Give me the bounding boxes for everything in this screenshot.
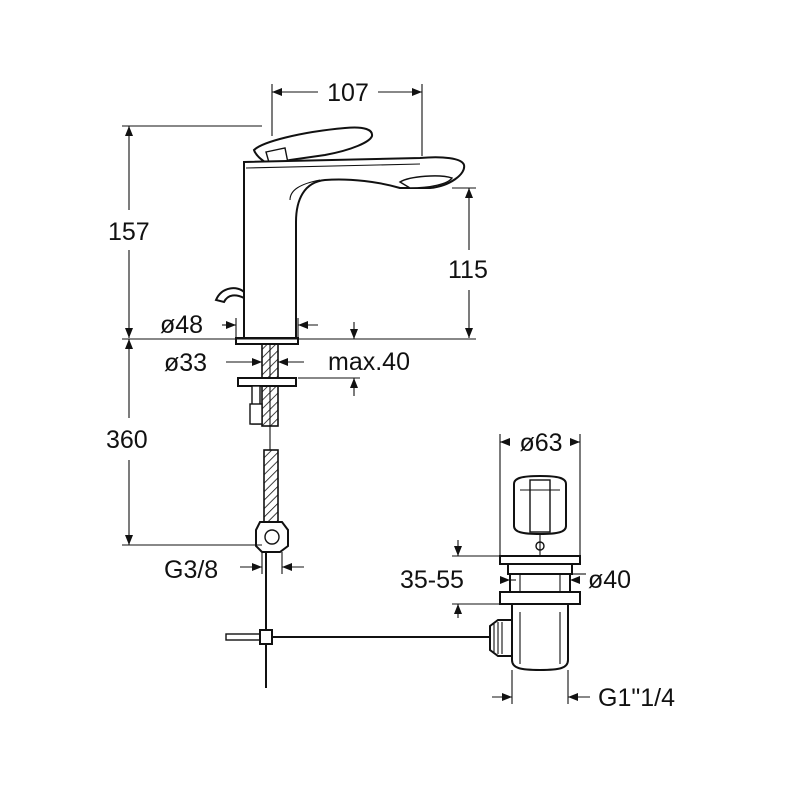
fitting-bore [264, 529, 280, 545]
spout-top-edge [245, 163, 421, 169]
mounting-plate [237, 377, 297, 387]
faucet-body [214, 126, 466, 553]
dimension-lines [122, 84, 590, 704]
label-hole-diameter: ø33 [164, 349, 207, 377]
waste-flange [499, 555, 581, 565]
label-spout-height: 115 [448, 256, 488, 284]
waste-nut [499, 591, 581, 605]
label-spout-reach: 107 [327, 79, 369, 107]
linkage-nut [489, 619, 513, 657]
label-max-thickness: max.40 [328, 348, 410, 376]
waste-body-top [507, 563, 573, 575]
label-waste-head-diameter: ø63 [519, 429, 562, 457]
faucet-spout [243, 156, 466, 339]
label-waste-hole-diameter: ø40 [588, 566, 631, 594]
inlet-nut [249, 403, 263, 425]
popup-linkage [225, 552, 490, 688]
aerator [398, 175, 454, 189]
label-inlet-thread: G3/8 [164, 556, 218, 584]
label-waste-thread: G1"1/4 [598, 684, 675, 712]
waste-tailpiece [511, 603, 569, 672]
label-total-height: 157 [108, 218, 150, 246]
waste-assembly [489, 474, 581, 672]
label-hose-length: 360 [106, 426, 148, 454]
waste-body-mid [509, 573, 571, 593]
flexible-hose [263, 449, 279, 523]
cap-stem-slot [529, 479, 551, 533]
popup-rod [214, 287, 245, 304]
rod-connector [259, 629, 273, 645]
rod-clamp [225, 633, 261, 641]
label-waste-range: 35-55 [400, 566, 464, 594]
dimension-labels: 107 157 115 ø48 ø33 max.40 360 G3/8 ø63 … [106, 79, 675, 712]
spout-inner-curve [289, 179, 321, 201]
label-base-diameter: ø48 [160, 311, 203, 339]
